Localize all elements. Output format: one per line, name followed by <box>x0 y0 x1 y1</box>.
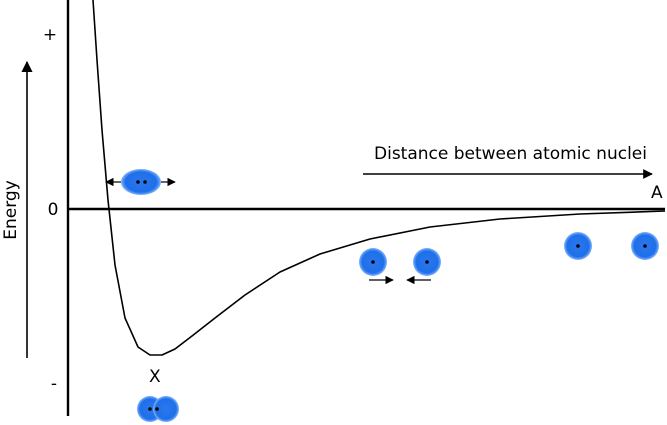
distance-label: Distance between atomic nuclei <box>374 144 647 164</box>
minus-label: - <box>51 374 57 394</box>
zero-label: 0 <box>48 200 59 220</box>
compressed-atom-pair <box>105 169 176 195</box>
plus-label: + <box>43 25 57 45</box>
potential-energy-curve <box>92 0 666 356</box>
point-a-label: A <box>651 183 663 203</box>
bonded-atom-pair <box>137 396 179 422</box>
attracting-atom-pair <box>359 248 441 285</box>
point-x-label: X <box>149 367 161 387</box>
energy-axis-label: Energy <box>1 180 21 240</box>
separated-atom-pair <box>564 232 659 260</box>
